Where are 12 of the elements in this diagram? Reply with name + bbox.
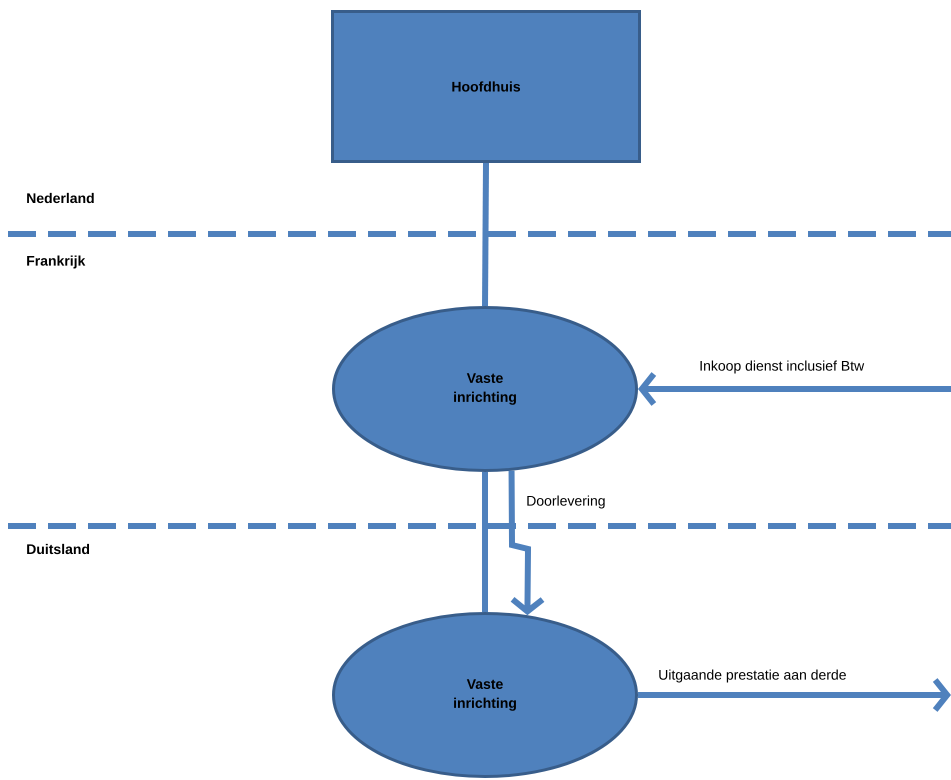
connector-line <box>482 472 488 612</box>
edge-label: Inkoop dienst inclusief Btw <box>698 359 866 375</box>
edge-label: Uitgaande prestatie aan derde <box>657 668 848 684</box>
arrow <box>638 372 951 406</box>
arrow <box>638 678 951 712</box>
region-label: Duitsland <box>27 544 90 554</box>
arrow <box>508 470 544 616</box>
connector-line <box>482 162 489 306</box>
edge-label: Doorlevering <box>525 494 607 510</box>
process-box: Hoofdhuis <box>331 10 641 163</box>
region-label: Nederland <box>27 192 94 204</box>
region-label: Frankrijk <box>27 255 86 269</box>
